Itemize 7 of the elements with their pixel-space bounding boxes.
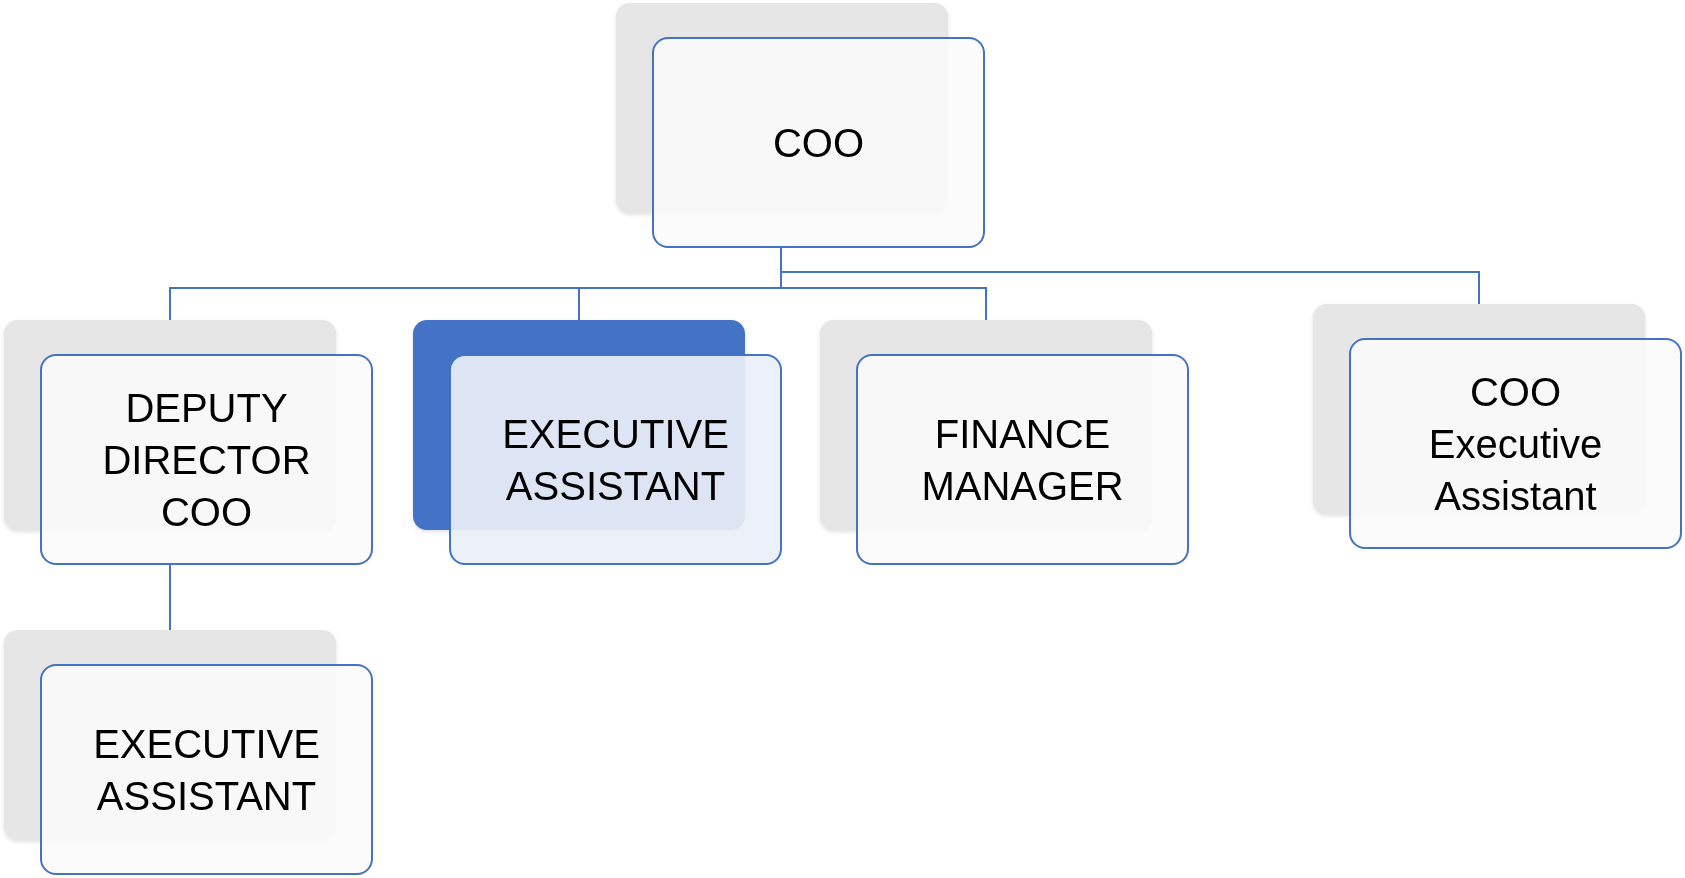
connector-line <box>169 564 171 631</box>
position-title: EXECUTIVE ASSISTANT <box>92 720 321 820</box>
position-title: EXECUTIVE ASSISTANT <box>501 410 730 510</box>
position-title: COO <box>772 119 865 167</box>
position-title: COO Executive Assistant <box>1427 368 1604 520</box>
position-title: DEPUTY DIRECTOR COO <box>101 384 312 536</box>
position-title: FINANCE MANAGER <box>920 410 1125 510</box>
